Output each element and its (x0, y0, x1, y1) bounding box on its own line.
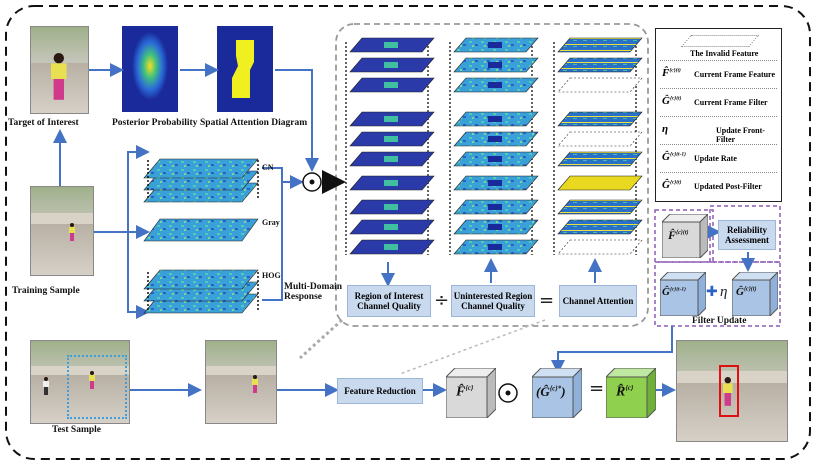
legend-text: The Invalid Feature (690, 49, 759, 58)
divide-operator: ÷ (434, 290, 450, 311)
multi-domain-response-label: Multi-Domain Response (284, 282, 343, 303)
outer-frame (5, 5, 811, 460)
invalid-feature-swatch (680, 35, 760, 47)
channel-layer (557, 37, 643, 53)
legend-text: Update Rate (694, 154, 737, 163)
posterior-blob (132, 32, 168, 100)
channel-layer (557, 151, 643, 167)
training-sample-photo (30, 186, 94, 276)
gray-label: Gray (262, 218, 280, 227)
cn-label: CN (262, 163, 274, 172)
channel-layer (557, 199, 643, 215)
target-of-interest-photo (30, 26, 89, 114)
channel-layer (557, 77, 643, 93)
bottom-F-sup: {c} (465, 384, 474, 392)
eta-operator: η (720, 284, 728, 300)
bottom-G-sup: {c}* (549, 384, 562, 393)
bottom-R-symbol: R̂ (616, 384, 626, 400)
legend-row: The Invalid Feature (656, 33, 781, 61)
bottom-G-cube: (Ĝ{c}*) (530, 366, 584, 423)
channel-layer (557, 111, 643, 127)
bottom-R-cube: R̂{c} (604, 366, 658, 423)
feature-reduction-box: Feature Reduction (337, 378, 423, 404)
reliability-assessment-box: Reliability Assessment (718, 220, 776, 250)
equals-operator: = (539, 290, 555, 311)
plus-operator: ✚ (706, 284, 718, 300)
legend-text: Updated Post-Filter (694, 182, 762, 191)
legend-row: Ĝ{c}(t) Current Frame Filter (656, 89, 781, 117)
cropped-test-photo (205, 340, 277, 424)
legend-row: η Update Front-Filter (656, 117, 781, 145)
test-sample-label: Test Sample (52, 425, 102, 435)
reliability-F-sup: {c}(t) (676, 230, 689, 236)
reliability-F-cube: F̂{c}(t) (660, 212, 710, 263)
uninterested-channel-quality-box: Uninterested Region Channel Quality (451, 285, 535, 317)
legend-text: Current Frame Feature (694, 70, 776, 79)
legend-symbol: F̂{c}(t) (662, 67, 681, 79)
legend-symbol: η (662, 123, 669, 135)
bottom-equals-operator: = (589, 378, 605, 399)
channel-layer (557, 219, 643, 235)
bottom-R-sup: {c} (625, 384, 634, 392)
cn-feature-stack (143, 158, 259, 203)
legend-symbol: Ĝ{c}(t-1) (662, 151, 686, 163)
legend-symbol: Ĝ{c}(t) (662, 179, 682, 191)
channel-layer (557, 239, 643, 255)
update-G-cur-cube: Ĝ{c}(t) (730, 270, 780, 321)
hog-feature-stack (143, 269, 259, 314)
update-G-prev-sup: {c}(t-1) (669, 286, 686, 293)
roi-channel-quality-box: Region of Interest Channel Quality (347, 285, 431, 317)
channel-attention-box: Channel Attention (559, 285, 637, 317)
channel-layer (557, 57, 643, 73)
gray-feature-map (143, 218, 259, 242)
channel-stacks (345, 37, 643, 255)
legend-text: Update Front-Filter (716, 126, 765, 144)
update-G-cur-sup: {c}(t) (743, 286, 757, 293)
legend-text: Current Frame Filter (694, 98, 768, 107)
posterior-probability-label: Posterior Probability (112, 118, 198, 128)
channel-layer (557, 175, 643, 191)
spatial-attention-label: Spatial Attention Diagram (200, 118, 308, 128)
bottom-F-cube: F̂{c} (444, 366, 498, 423)
hog-label: HOG (262, 271, 281, 280)
target-of-interest-label: Target of Interest (8, 118, 79, 128)
spatial-attention-mask (232, 40, 254, 98)
test-sample-photo (30, 340, 130, 424)
tracking-result-photo (676, 340, 788, 442)
bottom-F-symbol: F̂ (456, 384, 466, 400)
channel-layer (557, 131, 643, 147)
update-G-prev-cube: Ĝ{c}(t-1) (658, 270, 708, 321)
legend-symbol: Ĝ{c}(t) (662, 95, 682, 107)
legend-row: Ĝ{c}(t-1) Update Rate (656, 145, 781, 173)
legend-row: Ĝ{c}(t) Updated Post-Filter (656, 173, 781, 201)
update-G-prev-symbol: Ĝ (662, 286, 670, 298)
bottom-G-symbol: Ĝ (540, 384, 550, 399)
training-sample-label: Training Sample (12, 286, 80, 296)
reliability-F-symbol: F̂ (668, 228, 677, 242)
legend-row: F̂{c}(t) Current Frame Feature (656, 61, 781, 89)
update-G-cur-symbol: Ĝ (736, 286, 744, 298)
filter-update-label: Filter Update (692, 316, 747, 326)
